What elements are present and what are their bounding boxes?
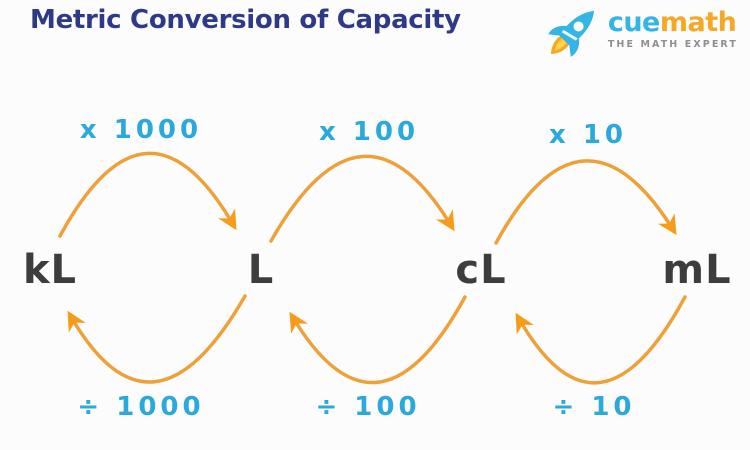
unit-cl: cL bbox=[455, 247, 507, 293]
divide-label-l-kl: ÷ 1000 bbox=[77, 392, 205, 422]
unit-kl: kL bbox=[22, 247, 78, 293]
page-title: Metric Conversion of Capacity bbox=[30, 5, 461, 35]
arrow-ml-to-cl bbox=[515, 295, 687, 385]
arrow-cl-to-ml bbox=[494, 159, 677, 245]
logo-math: math bbox=[659, 7, 737, 38]
multiply-label-kl-l: x 1000 bbox=[79, 115, 203, 145]
logo-wordmark: cuemath bbox=[608, 9, 738, 36]
arrow-l-to-kl bbox=[67, 294, 247, 384]
rocket-icon bbox=[542, 0, 608, 60]
divide-label-ml-cl: ÷ 10 bbox=[552, 392, 636, 422]
multiply-label-l-cl: x 100 bbox=[318, 117, 420, 147]
logo-tagline: THE MATH EXPERT bbox=[607, 39, 738, 50]
multiply-label-cl-ml: x 10 bbox=[548, 120, 628, 150]
logo-cue: cue bbox=[607, 7, 661, 38]
arrow-kl-to-l bbox=[58, 151, 237, 238]
cuemath-logo: cuemath THE MATH EXPERT bbox=[542, 0, 738, 60]
unit-l: L bbox=[247, 247, 275, 293]
logo-text: cuemath THE MATH EXPERT bbox=[608, 0, 738, 50]
arrow-cl-to-l bbox=[289, 295, 467, 385]
arrow-l-to-cl bbox=[269, 154, 455, 243]
unit-ml: mL bbox=[662, 247, 732, 293]
divide-label-cl-l: ÷ 100 bbox=[315, 392, 421, 422]
